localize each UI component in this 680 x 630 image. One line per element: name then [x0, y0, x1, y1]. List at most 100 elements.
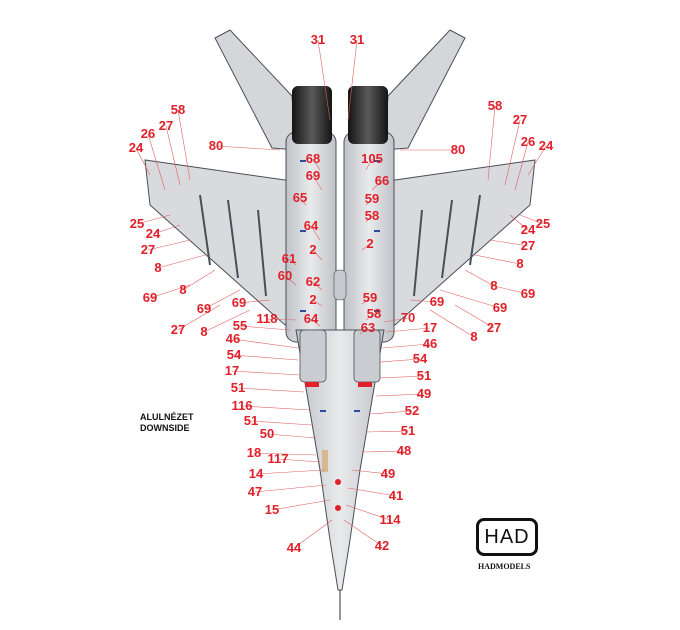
callout-leader — [182, 269, 216, 291]
callout-label: 66 — [375, 173, 389, 188]
right-wing — [383, 159, 536, 326]
callout-leader — [487, 105, 496, 181]
callout-leader — [312, 158, 321, 171]
callout-leader — [361, 243, 371, 251]
callout-leader — [509, 214, 529, 231]
callout-leader — [203, 289, 241, 310]
callout-label: 70 — [401, 310, 415, 325]
logo-mark: HAD — [484, 525, 530, 548]
callout-leader — [238, 299, 271, 304]
callout-leader — [365, 215, 373, 223]
stencil-mark — [320, 410, 326, 412]
callout-label: 24 — [521, 222, 536, 237]
callout-leader — [383, 317, 409, 323]
stencil-mark — [354, 410, 360, 412]
callout-label: 25 — [536, 216, 550, 231]
callout-label: 54 — [227, 347, 242, 362]
right-tail-fin — [383, 29, 466, 151]
callout-label: 55 — [233, 318, 247, 333]
callout-leader — [147, 239, 191, 251]
callout-leader — [359, 327, 369, 335]
had-logo: HAD — [476, 518, 538, 556]
callout-leader — [365, 198, 373, 206]
callout-label: 8 — [200, 324, 207, 339]
callout-label: 51 — [231, 380, 245, 395]
right-intake-marker — [358, 382, 372, 387]
brand-name: HADMODELS — [478, 562, 531, 571]
callout-leader — [365, 430, 409, 433]
callout-leader — [381, 343, 431, 349]
callout-label: 116 — [232, 398, 253, 413]
callout-leader — [464, 269, 495, 287]
callout-label: 58 — [488, 98, 502, 113]
callout-leader — [239, 325, 291, 331]
view-label: ALULNÉZET DOWNSIDE — [140, 412, 194, 434]
callout-label: 31 — [350, 32, 364, 47]
callout-leader — [284, 275, 297, 286]
callout-leader — [299, 197, 307, 206]
callout-leader — [379, 375, 425, 379]
callout-leader — [312, 249, 323, 261]
callout-leader — [215, 145, 281, 151]
callout-leader — [365, 313, 375, 321]
callout-label: 27 — [521, 238, 535, 253]
callout-label: 47 — [248, 484, 262, 499]
callout-leader — [385, 327, 431, 333]
callout-label: 24 — [129, 140, 144, 155]
callout-label: 114 — [380, 512, 402, 527]
callout-label: 64 — [304, 218, 319, 233]
callout-leader — [135, 147, 151, 176]
gear-door-detail — [322, 450, 328, 472]
callout-label: 54 — [413, 351, 428, 366]
callout-label: 8 — [470, 329, 477, 344]
callout-leader — [489, 284, 529, 295]
callout-label: 14 — [249, 466, 264, 481]
callout-label: 118 — [257, 311, 278, 326]
callout-leader — [288, 258, 297, 266]
right-exhaust-nozzle — [348, 86, 388, 144]
callout-leader — [254, 484, 327, 493]
callout-label: 31 — [311, 32, 325, 47]
callout-label: 25 — [130, 216, 144, 231]
callout-label: 15 — [265, 502, 279, 517]
callout-leader — [157, 254, 206, 269]
callout-label: 52 — [405, 403, 419, 418]
callout-leader — [361, 297, 371, 305]
callout-leader — [345, 504, 391, 521]
left-pylon-mid — [227, 199, 239, 279]
callout-leader — [310, 318, 321, 327]
callout-leader — [253, 452, 317, 456]
view-label-english: DOWNSIDE — [140, 423, 190, 433]
callout-label: 8 — [516, 256, 523, 271]
callout-label: 24 — [146, 226, 161, 241]
left-air-intake — [299, 329, 327, 383]
callout-label: 58 — [365, 208, 379, 223]
stencil-mark — [374, 230, 380, 232]
callout-leader — [233, 354, 299, 361]
callout-leader — [317, 39, 331, 121]
callout-leader — [271, 499, 331, 511]
callout-leader — [343, 519, 383, 547]
callout-label: 69 — [521, 286, 535, 301]
callout-leader-lines — [135, 39, 547, 549]
callout-leader — [369, 410, 413, 415]
right-air-intake — [353, 329, 381, 383]
callout-leader — [177, 304, 221, 331]
callout-label: 27 — [513, 112, 527, 127]
callout-label: 48 — [397, 443, 411, 458]
callout-label: 18 — [247, 445, 261, 460]
callout-label: 49 — [417, 386, 431, 401]
callout-label: 59 — [363, 290, 377, 305]
callout-label: 8 — [179, 282, 186, 297]
callout-leader — [266, 318, 297, 321]
callout-label: 50 — [260, 426, 274, 441]
callout-leader — [409, 299, 438, 303]
callout-label: 51 — [417, 368, 431, 383]
callout-label: 8 — [154, 260, 161, 275]
callout-label: 8 — [490, 278, 497, 293]
callout-leader — [429, 309, 475, 338]
callout-label: 44 — [287, 540, 302, 555]
left-exhaust-nozzle — [292, 86, 332, 144]
callout-label: 58 — [367, 306, 381, 321]
